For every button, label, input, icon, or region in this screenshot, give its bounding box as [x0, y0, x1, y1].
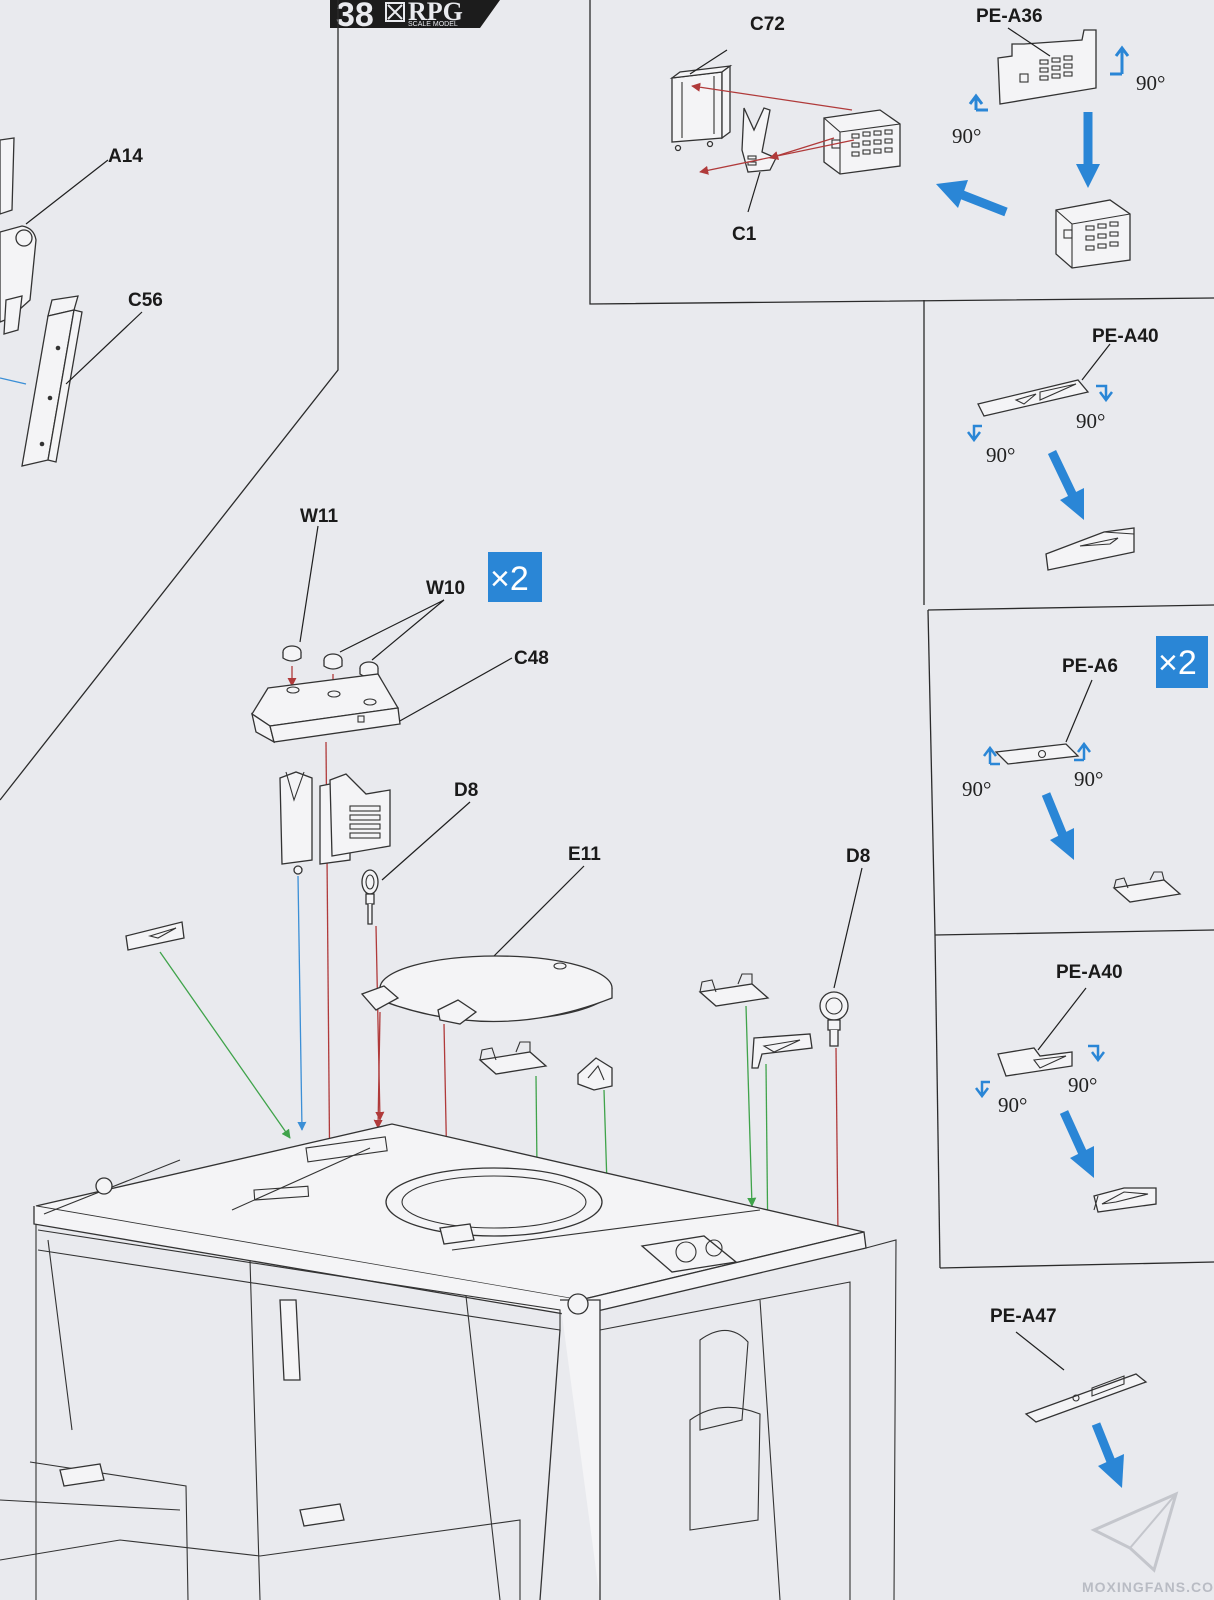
part-pe-a6-folded: [1112, 871, 1182, 903]
label-a14: A14: [108, 146, 143, 167]
label-c72: C72: [750, 14, 785, 35]
part-pe-a6-small-center: [478, 1041, 548, 1075]
part-e11-hatch: [360, 955, 613, 1025]
bend-angle-a40-bottom-right: 90°: [1068, 1073, 1097, 1097]
part-d8-right: [819, 991, 849, 1047]
c72-c1-assembly-panel: C72 C1: [669, 6, 1165, 269]
vehicle-roof: [33, 1123, 897, 1600]
left-panel: A14 C56: [0, 137, 163, 467]
step-header: 38 RPG SCALE MODEL: [330, 0, 500, 34]
part-bracket-small: [577, 1057, 613, 1091]
part-pe-a40-folded-top: [1045, 527, 1135, 571]
brand-name: RPG: [408, 0, 463, 26]
label-pe-a36: PE-A36: [976, 6, 1043, 27]
label-d8-right: D8: [846, 846, 870, 867]
label-c1: C1: [732, 224, 757, 245]
watermark: MOXINGFANS.COM: [1082, 1491, 1214, 1595]
multiplier-a6: ×2: [1158, 644, 1197, 682]
bend-angle-a40-top-left: 90°: [986, 443, 1015, 467]
pe-a40-top-panel: PE-A40 90° 90°: [967, 326, 1159, 571]
arrow-down-right-icon: [1047, 450, 1084, 520]
label-pe-a40-top: PE-A40: [1092, 326, 1159, 347]
part-pe-a6-small-right: [698, 973, 770, 1007]
label-w10: W10: [426, 578, 465, 599]
arrow-down-right-icon: [1059, 1110, 1094, 1178]
part-pe-a47: [1024, 1373, 1148, 1423]
bend-angle-a36-left: 90°: [952, 124, 981, 148]
arrow-down-right-icon: [1041, 792, 1074, 860]
bend-angle-a40-bottom-left: 90°: [998, 1093, 1027, 1117]
part-pe-a40-small-right: [751, 1033, 813, 1069]
bend-angle-a6-right: 90°: [1074, 767, 1103, 791]
panel-frames: [0, 0, 1214, 1269]
part-pe-a40-small-left: [125, 921, 185, 951]
multiplier-badge-a6: [1156, 636, 1208, 688]
part-pe-a36-folded-small: [823, 109, 901, 175]
part-a14: [0, 225, 37, 335]
label-d8-left: D8: [454, 780, 478, 801]
part-w11: [282, 645, 302, 662]
arrow-up-left-icon: [936, 180, 1008, 217]
label-c48: C48: [514, 648, 549, 669]
label-w11: W11: [300, 506, 338, 527]
watermark-text: MOXINGFANS.COM: [1082, 1579, 1214, 1595]
brand-subtitle: SCALE MODEL: [408, 21, 458, 28]
part-d8-left: [361, 869, 379, 925]
pe-a6-panel: ×2 PE-A6 90° 90°: [962, 636, 1208, 903]
multiplier-badge-c48: [488, 552, 542, 602]
label-pe-a40-bottom: PE-A40: [1056, 962, 1123, 983]
label-c56: C56: [128, 290, 163, 311]
part-pe-a36-folded: [1055, 199, 1131, 269]
label-e11: E11: [568, 844, 601, 865]
arrow-down-icon: [1076, 112, 1100, 188]
multiplier-c48: ×2: [490, 560, 529, 598]
pe-a40-bottom-panel: PE-A40 90° 90°: [975, 962, 1157, 1213]
arrow-down-right-icon: [1091, 1422, 1124, 1488]
bend-angle-a40-top-right: 90°: [1076, 409, 1105, 433]
vehicle-cab: [0, 1177, 851, 1600]
label-pe-a47: PE-A47: [990, 1306, 1057, 1327]
paper-plane-logo: [1090, 1491, 1179, 1573]
part-c56: [21, 295, 83, 467]
bend-angle-a36-right: 90°: [1136, 71, 1165, 95]
main-assembly: ×2 W11 W10 C48: [0, 506, 897, 1600]
bend-angle-a6-left: 90°: [962, 777, 991, 801]
part-pe-a40-folded-bottom: [1093, 1187, 1157, 1213]
step-number: 38: [336, 0, 374, 34]
part-c48: [251, 673, 401, 744]
part-c72: [669, 64, 733, 152]
part-pe-a36-flat: [997, 29, 1097, 105]
rpg-logo: [385, 2, 405, 22]
part-c1: [741, 107, 777, 173]
label-pe-a6: PE-A6: [1062, 656, 1118, 677]
subassembly-c72-c1: [279, 771, 391, 875]
pe-a47-panel: PE-A47: [990, 1306, 1148, 1488]
part-w10-a: [323, 653, 343, 670]
